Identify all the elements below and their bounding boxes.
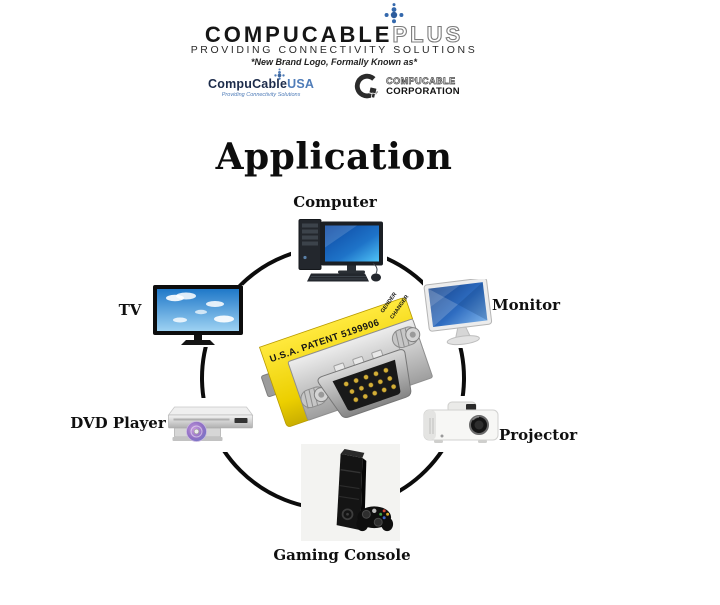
vga-gender-changer-image: U.S.A. PATENT 5199906 GENDER CHANGER [252, 290, 452, 438]
device-dvd-player [162, 398, 255, 452]
label-projector: Projector [499, 426, 578, 444]
device-computer [291, 217, 387, 284]
plus-dots-icon [384, 3, 404, 24]
usa-logo-tagline: Providing Connectivity Solutions [221, 92, 301, 98]
label-gaming-console: Gaming Console [273, 546, 411, 564]
label-monitor: Monitor [492, 296, 561, 314]
page-title: Application [215, 136, 453, 178]
device-tv [153, 285, 243, 347]
vga-gender-changer-icon: U.S.A. PATENT 5199906 GENDER CHANGER [258, 292, 433, 427]
corporation-word: CORPORATION [386, 85, 460, 97]
desktop-computer-icon [298, 219, 383, 282]
compucable-corporation-logo: COMPUCABLE CORPORATION [354, 70, 460, 101]
brand-tagline: PROVIDING CONNECTIVITY SOLUTIONS [190, 44, 478, 56]
projector-icon [423, 401, 499, 443]
usa-logo-name: CompuCableUSA [208, 77, 314, 91]
brand-name-accent: PLUS [392, 21, 464, 47]
flat-screen-tv-icon [153, 285, 243, 345]
device-projector [422, 396, 500, 452]
usa-logo-name-accent: USA [287, 77, 315, 91]
corporation-name: COMPUCABLE [386, 76, 456, 87]
brand-name: COMPUCABLEPLUS [0, 21, 668, 48]
dvd-player-icon [167, 406, 254, 442]
device-gaming-console [301, 444, 400, 541]
legacy-logos: CompuCableUSA Providing Connectivity Sol… [0, 68, 668, 101]
brand-note: *New Brand Logo, Formally Known as* [250, 57, 418, 67]
label-computer: Computer [293, 193, 377, 211]
usa-logo-name-main: CompuCable [208, 77, 288, 91]
lcd-monitor-icon [423, 279, 493, 346]
brand-name-main: COMPUCABLE [204, 22, 393, 47]
device-monitor [423, 279, 496, 348]
label-tv: TV [118, 301, 142, 319]
plus-dots-icon-small [274, 68, 285, 80]
corporation-logo-text: COMPUCABLE CORPORATION [386, 76, 460, 97]
label-dvd-player: DVD Player [70, 414, 166, 432]
game-console-icon [336, 448, 394, 532]
compucable-usa-logo: CompuCableUSA Providing Connectivity Sol… [208, 68, 314, 98]
corporation-c-icon [354, 73, 380, 99]
